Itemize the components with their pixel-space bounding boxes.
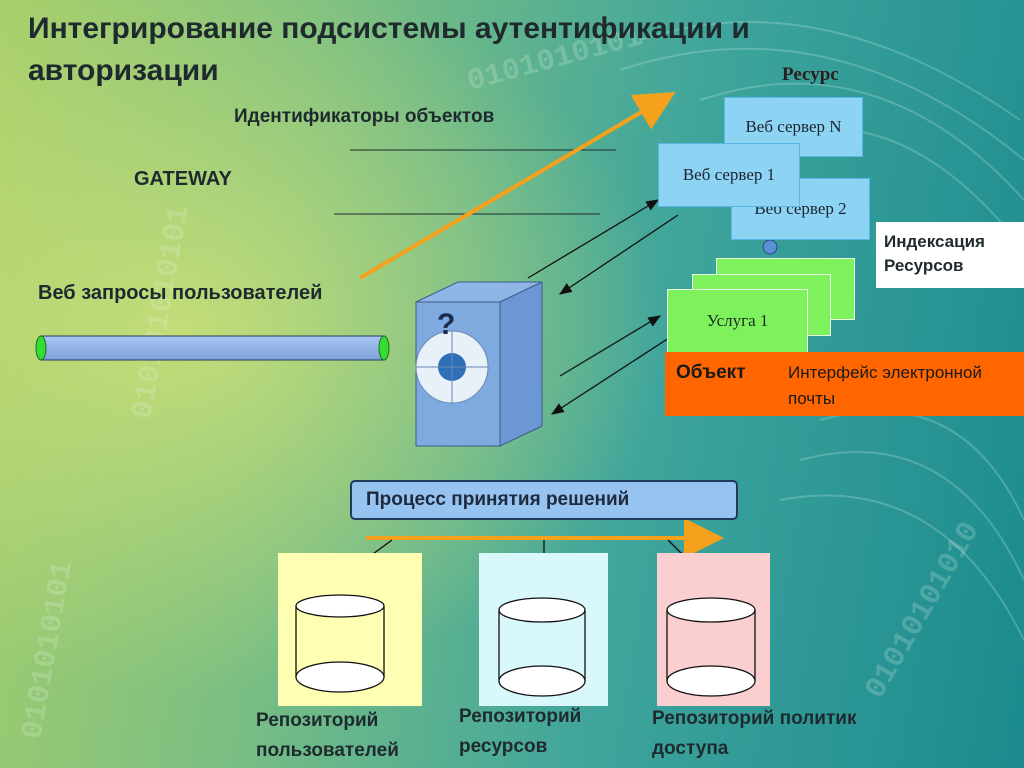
gateway-label: GATEWAY xyxy=(134,168,232,190)
request-pipe xyxy=(35,335,390,361)
gateway-server-cube xyxy=(415,281,543,447)
arrow-from-servers xyxy=(558,214,679,295)
policies-repository-label: Репозиторий политик доступа xyxy=(652,708,857,759)
identifiers-label: Идентификаторы объектов xyxy=(234,106,495,127)
resources-cylinder-icon xyxy=(498,597,586,697)
decision-process-box: Процесс принятия решений xyxy=(350,480,738,520)
service-label: Услуга 1 xyxy=(706,311,769,330)
policies-cylinder-icon xyxy=(666,597,756,697)
connector-dot xyxy=(762,239,778,255)
web-requests-label: Веб запросы пользователей xyxy=(38,282,323,304)
slide-title: Интегрирование подсистемы аутентификации… xyxy=(28,12,750,87)
arrow-to-servers xyxy=(527,199,660,279)
decision-process-label: Процесс принятия решений xyxy=(366,489,630,510)
users-cylinder-icon xyxy=(295,594,385,693)
users-repository-label: Репозиторий пользователей xyxy=(256,710,399,761)
indexing-resources-box: Индексация Ресурсов xyxy=(876,222,1024,288)
email-interface-label: Интерфейс электронной почты xyxy=(788,363,982,408)
web-server-1-label: Веб сервер 1 xyxy=(682,165,776,184)
arrow-from-service xyxy=(550,335,673,415)
web-server-1-box: Веб сервер 1 xyxy=(658,143,800,207)
service-box-front: Услуга 1 xyxy=(667,289,808,353)
resources-repository-label: Репозиторий ресурсов xyxy=(459,706,582,757)
resource-arrow xyxy=(358,91,676,280)
object-bar xyxy=(665,352,1024,416)
object-label: Объект xyxy=(676,362,746,383)
web-server-n-label: Веб сервер N xyxy=(745,117,842,136)
resource-label: Ресурс xyxy=(782,64,839,85)
question-mark: ? xyxy=(437,308,455,341)
arrow-to-service xyxy=(559,315,662,377)
